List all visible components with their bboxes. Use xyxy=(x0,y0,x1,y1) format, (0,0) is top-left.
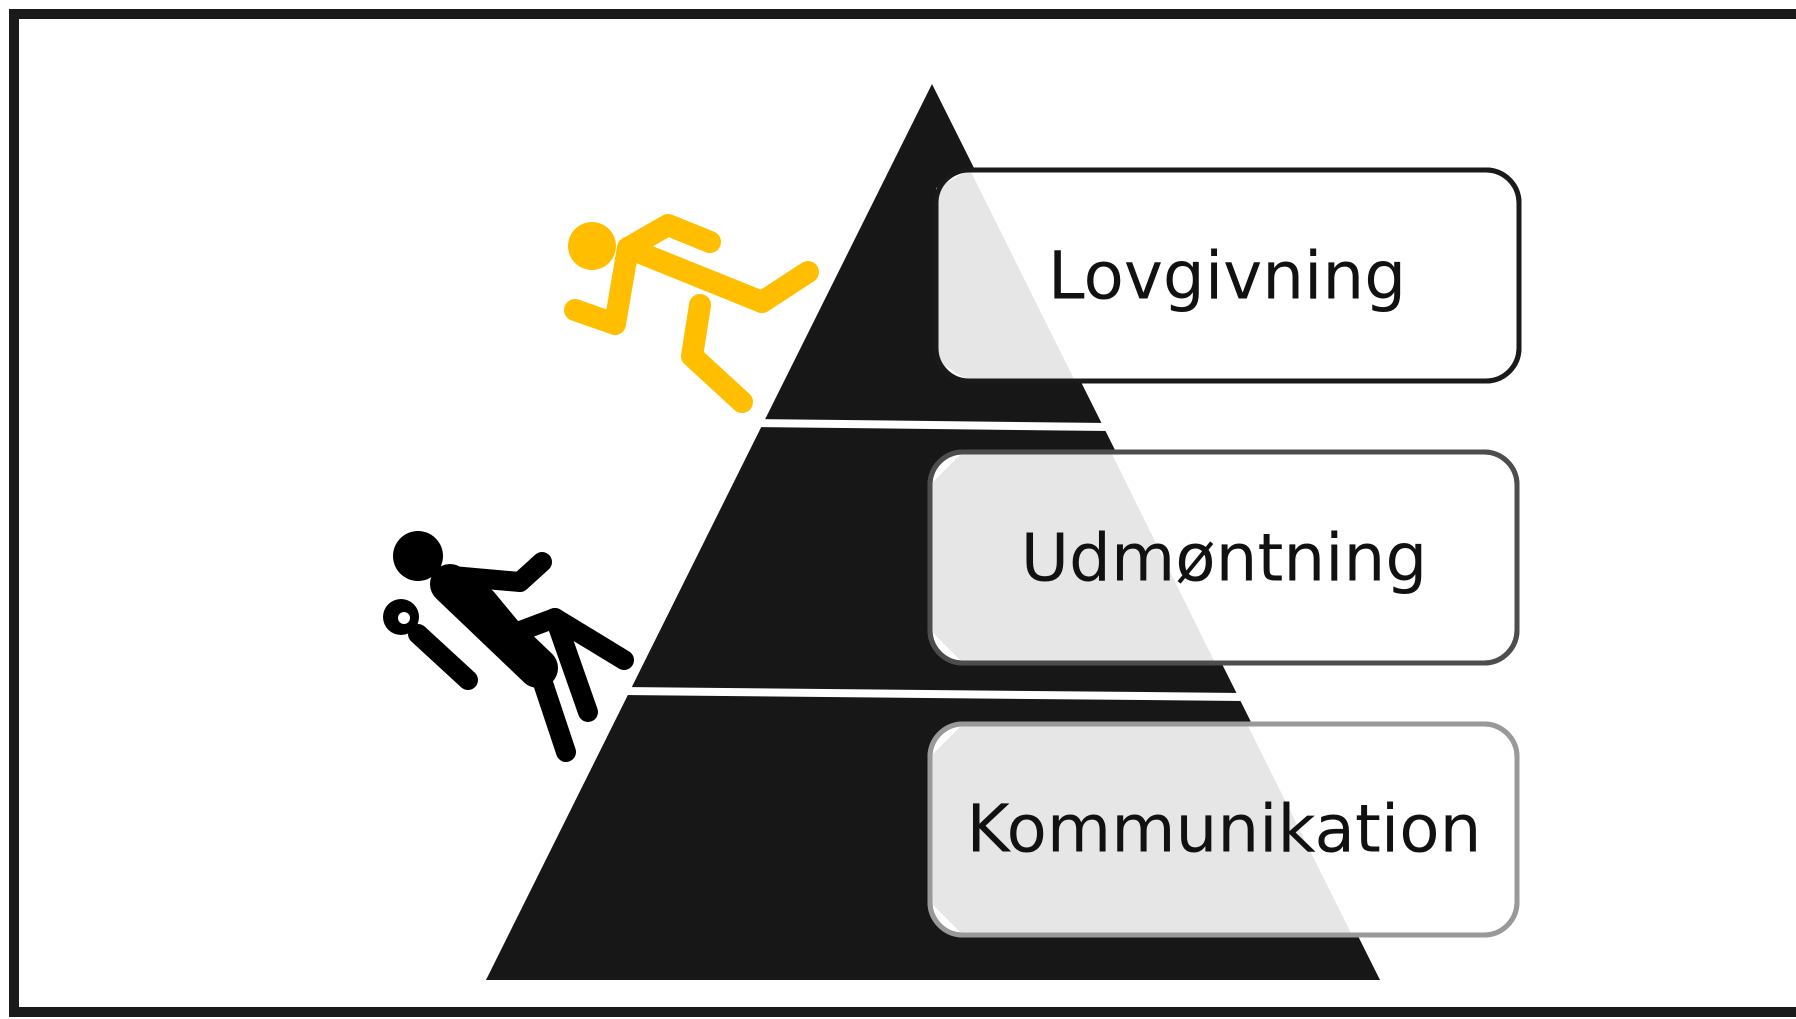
level-box-top-overlay xyxy=(936,170,1075,381)
level-label-bottom: Kommunikation xyxy=(967,791,1482,868)
level-label-top: Lovgivning xyxy=(1048,238,1406,315)
level-box-bottom: Kommunikation xyxy=(927,721,1520,938)
level-box-top: Lovgivning xyxy=(933,167,1522,384)
pyramid-divider-upper xyxy=(755,419,1109,431)
level-label-middle: Udmøntning xyxy=(1021,520,1427,597)
level-box-bottom-overlay xyxy=(930,724,1352,935)
slide-frame xyxy=(9,9,1796,1017)
level-box-middle-overlay xyxy=(930,452,1215,663)
person-falling-icon xyxy=(383,531,634,762)
running-person-icon xyxy=(564,214,819,413)
level-box-middle: Udmøntning xyxy=(927,449,1520,666)
pyramid-divider-lower xyxy=(621,687,1243,701)
